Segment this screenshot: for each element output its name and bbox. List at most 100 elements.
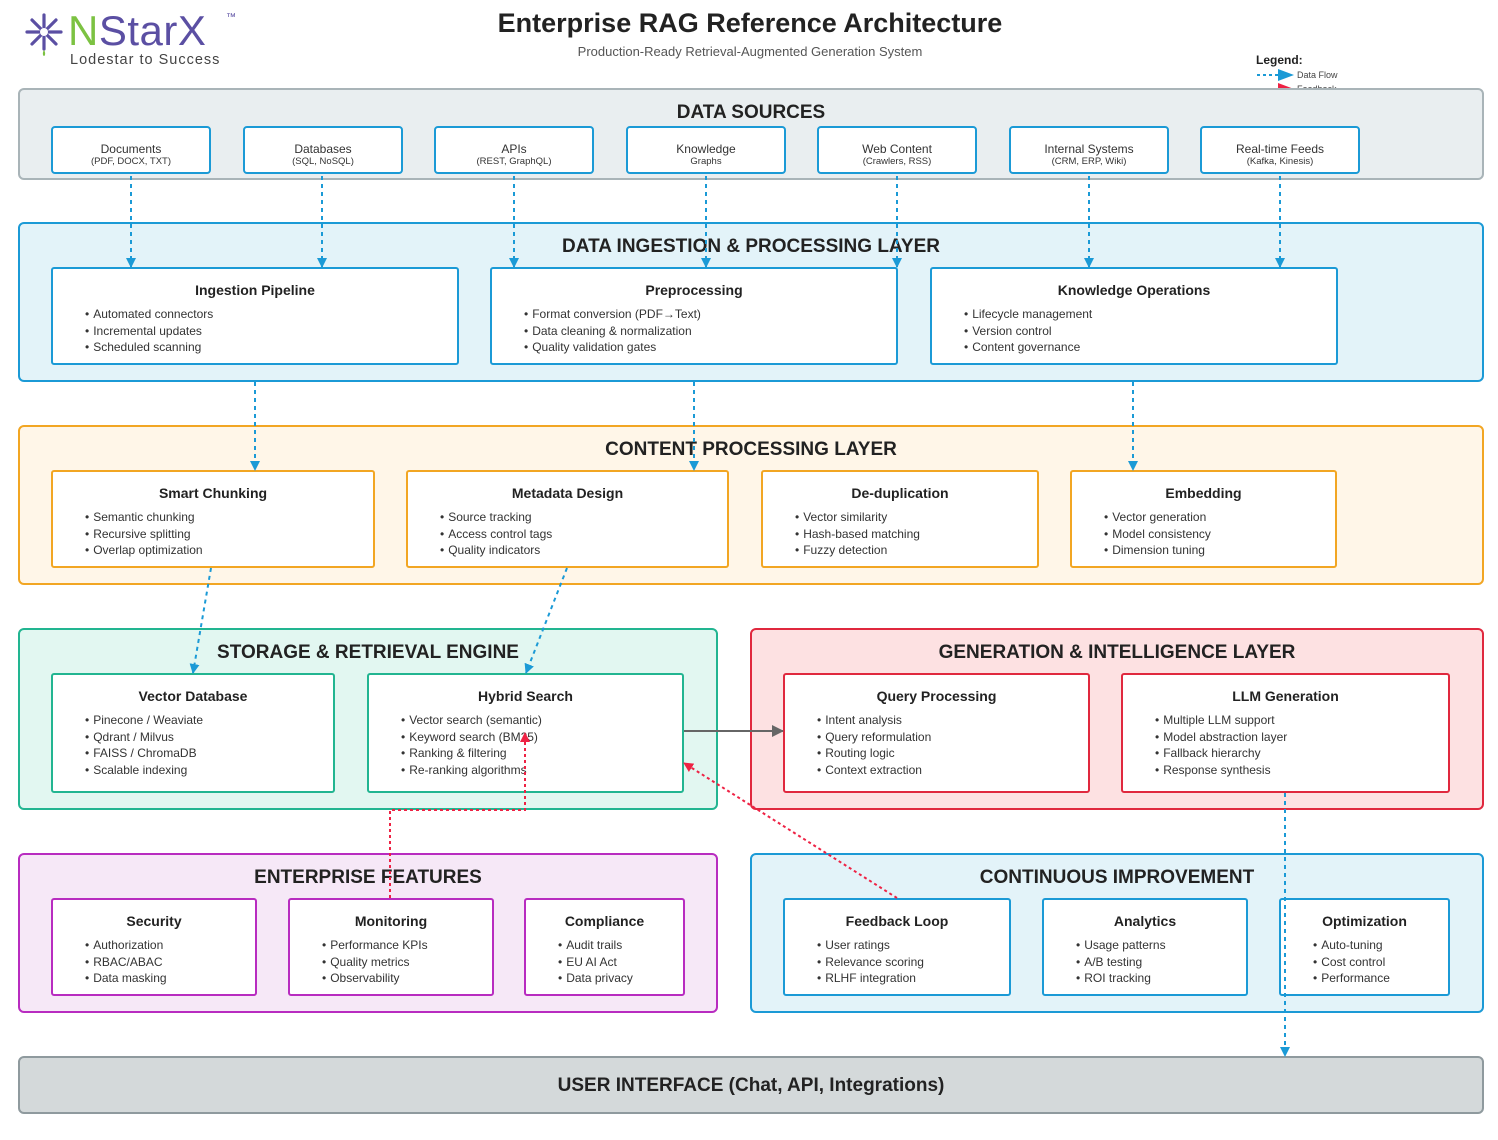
card-title: LLM Generation bbox=[1232, 688, 1339, 704]
embedding-card: Embedding Vector generation Model consis… bbox=[1070, 470, 1337, 568]
llm-generation-card: LLM Generation Multiple LLM support Mode… bbox=[1121, 673, 1450, 793]
card-title: Security bbox=[126, 913, 182, 929]
improvement-title: CONTINUOUS IMPROVEMENT bbox=[979, 867, 1255, 888]
page-title: Enterprise RAG Reference Architecture bbox=[497, 8, 1003, 38]
card-item: Fuzzy detection bbox=[795, 542, 1037, 559]
card-title: Knowledge Operations bbox=[1057, 282, 1211, 298]
source-name: Internal Systems bbox=[1044, 142, 1134, 156]
card-item: Performance bbox=[1313, 970, 1448, 987]
card-item: Fallback hierarchy bbox=[1155, 745, 1448, 762]
source-knowledge-graphs: Knowledge Graphs bbox=[626, 126, 786, 174]
card-item: Qdrant / Milvus bbox=[85, 729, 333, 746]
card-item: Usage patterns bbox=[1076, 937, 1246, 954]
legend-data-flow-arrow-icon bbox=[1257, 69, 1294, 81]
smart-chunking-card: Smart Chunking Semantic chunking Recursi… bbox=[51, 470, 375, 568]
card-item: RBAC/ABAC bbox=[85, 954, 255, 971]
card-title: Optimization bbox=[1322, 913, 1407, 929]
card-item: Lifecycle management bbox=[964, 306, 1336, 323]
source-name: Real-time Feeds bbox=[1235, 142, 1325, 156]
card-item: Context extraction bbox=[817, 762, 1088, 779]
ingestion-title: DATA INGESTION & PROCESSING LAYER bbox=[562, 236, 940, 257]
card-title: Analytics bbox=[1113, 913, 1177, 929]
card-item: Quality validation gates bbox=[524, 339, 896, 356]
card-title: Monitoring bbox=[354, 913, 428, 929]
card-item: Auto-tuning bbox=[1313, 937, 1448, 954]
source-apis: APIs (REST, GraphQL) bbox=[434, 126, 594, 174]
card-item: Quality indicators bbox=[440, 542, 727, 559]
logo: NStarX ™ Lodestar to Success bbox=[22, 8, 252, 70]
card-item: Relevance scoring bbox=[817, 954, 1009, 971]
monitoring-card: Monitoring Performance KPIs Quality metr… bbox=[288, 898, 494, 996]
data-sources-title: DATA SOURCES bbox=[676, 102, 826, 123]
logo-letter-n: N bbox=[68, 7, 99, 54]
card-item: Data privacy bbox=[558, 970, 683, 987]
card-list: Automated connectors Incremental updates… bbox=[53, 306, 457, 356]
card-list: Vector generation Model consistency Dime… bbox=[1072, 509, 1335, 559]
logo-tagline: Lodestar to Success bbox=[70, 52, 221, 68]
card-title: Hybrid Search bbox=[478, 688, 573, 704]
source-sub: (Kafka, Kinesis) bbox=[1246, 156, 1314, 167]
source-documents: Documents (PDF, DOCX, TXT) bbox=[51, 126, 211, 174]
preprocessing-card: Preprocessing Format conversion (PDF→Tex… bbox=[490, 267, 898, 365]
card-item: Response synthesis bbox=[1155, 762, 1448, 779]
user-interface-title: USER INTERFACE (Chat, API, Integrations) bbox=[557, 1075, 945, 1096]
card-title: Embedding bbox=[1165, 485, 1242, 501]
source-sub: (Crawlers, RSS) bbox=[862, 156, 932, 167]
card-title: Ingestion Pipeline bbox=[195, 282, 315, 298]
query-processing-card: Query Processing Intent analysis Query r… bbox=[783, 673, 1090, 793]
card-title: Preprocessing bbox=[645, 282, 743, 298]
card-item: FAISS / ChromaDB bbox=[85, 745, 333, 762]
card-item: Data masking bbox=[85, 970, 255, 987]
security-card: Security Authorization RBAC/ABAC Data ma… bbox=[51, 898, 257, 996]
card-item: ROI tracking bbox=[1076, 970, 1246, 987]
optimization-card: Optimization Auto-tuning Cost control Pe… bbox=[1279, 898, 1450, 996]
card-item: Quality metrics bbox=[322, 954, 492, 971]
card-item: Overlap optimization bbox=[85, 542, 373, 559]
source-sub: (REST, GraphQL) bbox=[476, 156, 552, 167]
ingestion-pipeline-card: Ingestion Pipeline Automated connectors … bbox=[51, 267, 459, 365]
card-title: Feedback Loop bbox=[845, 913, 949, 929]
card-item: Intent analysis bbox=[817, 712, 1088, 729]
card-item: Authorization bbox=[85, 937, 255, 954]
legend-data-flow-label: Data Flow bbox=[1297, 70, 1338, 80]
card-list: Vector search (semantic) Keyword search … bbox=[369, 712, 682, 778]
metadata-design-card: Metadata Design Source tracking Access c… bbox=[406, 470, 729, 568]
card-list: Intent analysis Query reformulation Rout… bbox=[785, 712, 1088, 778]
user-interface-layer: USER INTERFACE (Chat, API, Integrations) bbox=[18, 1056, 1484, 1114]
card-item: Dimension tuning bbox=[1104, 542, 1335, 559]
card-item: Format conversion (PDF→Text) bbox=[524, 306, 896, 323]
source-sub: Graphs bbox=[690, 156, 722, 167]
card-item: EU AI Act bbox=[558, 954, 683, 971]
card-item: Cost control bbox=[1313, 954, 1448, 971]
card-item: Query reformulation bbox=[817, 729, 1088, 746]
card-list: Authorization RBAC/ABAC Data masking bbox=[53, 937, 255, 987]
card-item: Pinecone / Weaviate bbox=[85, 712, 333, 729]
content-processing-title: CONTENT PROCESSING LAYER bbox=[605, 439, 897, 460]
card-title: Compliance bbox=[564, 913, 645, 929]
card-list: Vector similarity Hash-based matching Fu… bbox=[763, 509, 1037, 559]
card-item: Vector generation bbox=[1104, 509, 1335, 526]
card-list: Lifecycle management Version control Con… bbox=[932, 306, 1336, 356]
card-list: Auto-tuning Cost control Performance bbox=[1281, 937, 1448, 987]
card-item: Vector similarity bbox=[795, 509, 1037, 526]
card-item: Content governance bbox=[964, 339, 1336, 356]
card-list: Multiple LLM support Model abstraction l… bbox=[1123, 712, 1448, 778]
card-item: Model consistency bbox=[1104, 526, 1335, 543]
source-name: Databases bbox=[294, 142, 352, 156]
card-item: Scheduled scanning bbox=[85, 339, 457, 356]
card-item: Version control bbox=[964, 323, 1336, 340]
card-item: Source tracking bbox=[440, 509, 727, 526]
card-item: Keyword search (BM25) bbox=[401, 729, 682, 746]
card-title: Metadata Design bbox=[511, 485, 624, 501]
card-list: Performance KPIs Quality metrics Observa… bbox=[290, 937, 492, 987]
card-item: Audit trails bbox=[558, 937, 683, 954]
card-list: Audit trails EU AI Act Data privacy bbox=[526, 937, 683, 987]
card-title: Vector Database bbox=[138, 688, 248, 704]
analytics-card: Analytics Usage patterns A/B testing ROI… bbox=[1042, 898, 1248, 996]
source-sub: (CRM, ERP, Wiki) bbox=[1051, 156, 1127, 167]
card-list: User ratings Relevance scoring RLHF inte… bbox=[785, 937, 1009, 987]
card-title: Query Processing bbox=[876, 688, 997, 704]
hybrid-search-card: Hybrid Search Vector search (semantic) K… bbox=[367, 673, 684, 793]
card-item: Data cleaning & normalization bbox=[524, 323, 896, 340]
page-subtitle: Production-Ready Retrieval-Augmented Gen… bbox=[577, 44, 923, 59]
